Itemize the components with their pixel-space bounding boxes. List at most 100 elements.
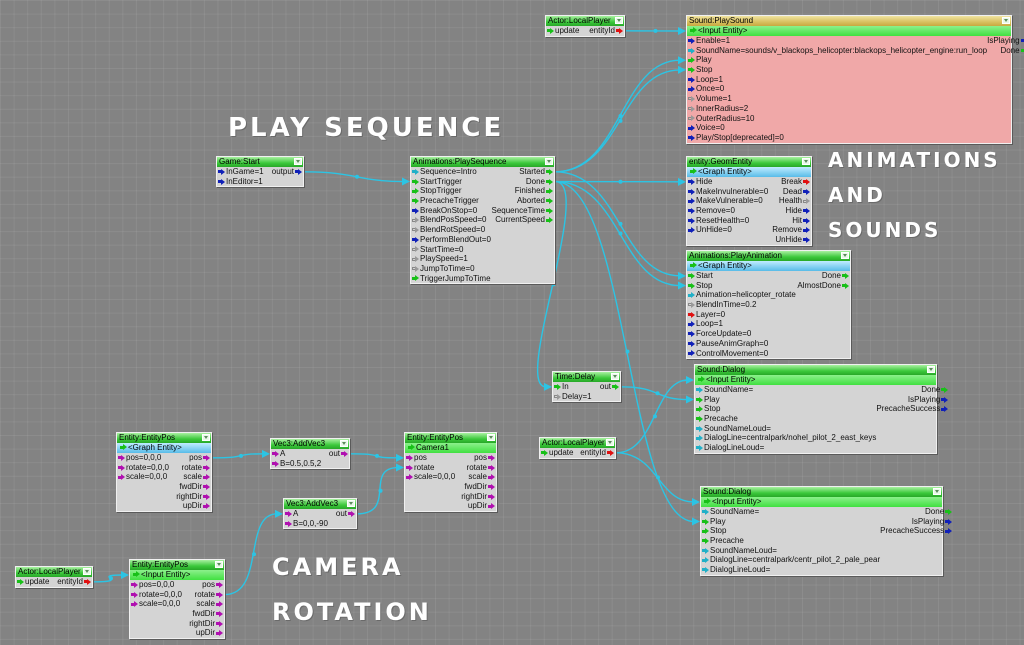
entity-port[interactable]: <Graph Entity>: [687, 261, 850, 271]
node-title[interactable]: Animations:PlaySequence: [411, 157, 554, 167]
input-port[interactable]: SoundName=sounds/v_blackops_helicopter:b…: [687, 46, 987, 56]
node-title[interactable]: Sound:Dialog: [695, 365, 936, 375]
node-title[interactable]: Animations:PlayAnimation: [687, 251, 850, 261]
input-port[interactable]: pos: [405, 453, 455, 463]
collapse-icon[interactable]: [611, 373, 619, 380]
output-port[interactable]: upDir: [196, 628, 224, 638]
node-sound-dialog-1[interactable]: Sound:Dialog<Input Entity>SoundName=Play…: [694, 364, 949, 454]
node-title[interactable]: Vec3:AddVec3: [271, 439, 349, 449]
output-port[interactable]: Done: [921, 385, 949, 395]
input-port[interactable]: StartTrigger: [411, 177, 491, 187]
input-port[interactable]: Enable=1: [687, 36, 987, 46]
input-port[interactable]: Stop: [701, 526, 880, 536]
input-port[interactable]: Once=0: [687, 84, 987, 94]
output-port[interactable]: IsPlaying: [908, 395, 949, 405]
output-port[interactable]: entityId: [580, 448, 615, 458]
input-port[interactable]: TriggerJumpToTime: [411, 274, 491, 284]
output-port[interactable]: IsPlaying: [987, 36, 1024, 46]
node-sound-dialog-2[interactable]: Sound:Dialog<Input Entity>SoundName=Play…: [700, 486, 953, 576]
input-port[interactable]: DialogLine=centralpark/nohel_pilot_2_eas…: [695, 433, 876, 443]
input-port[interactable]: Stop: [687, 65, 987, 75]
input-port[interactable]: scale=0,0,0: [405, 472, 455, 482]
input-port[interactable]: StopTrigger: [411, 186, 491, 196]
input-port[interactable]: scale=0,0,0: [130, 599, 182, 609]
input-port[interactable]: pos=0,0,0: [130, 580, 182, 590]
input-port[interactable]: Voice=0: [687, 123, 987, 133]
input-port[interactable]: In: [553, 382, 592, 392]
input-port[interactable]: A: [284, 509, 328, 519]
output-port[interactable]: rightDir: [461, 492, 496, 502]
output-port[interactable]: Hit: [792, 216, 811, 226]
output-port[interactable]: fwdDir: [179, 482, 211, 492]
node-title[interactable]: Time:Delay: [553, 372, 620, 382]
output-port[interactable]: rotate: [182, 463, 211, 473]
output-port[interactable]: Break: [781, 177, 811, 187]
input-port[interactable]: StartTime=0: [411, 245, 491, 255]
input-port[interactable]: Loop=1: [687, 75, 987, 85]
output-port[interactable]: PrecacheSuccess: [876, 404, 949, 414]
node-title[interactable]: entity:GeomEntity: [687, 157, 811, 167]
input-port[interactable]: OuterRadius=10: [687, 114, 987, 124]
input-port[interactable]: Play: [695, 395, 876, 405]
input-port[interactable]: ForceUpdate=0: [687, 329, 796, 339]
node-title[interactable]: Entity:EntityPos: [117, 433, 211, 443]
output-port[interactable]: Hide: [786, 206, 811, 216]
collapse-icon[interactable]: [841, 252, 849, 259]
input-port[interactable]: ControlMovement=0: [687, 349, 796, 359]
input-port[interactable]: BlendPosSpeed=0: [411, 215, 491, 225]
collapse-icon[interactable]: [294, 158, 302, 165]
input-port[interactable]: Stop: [687, 281, 796, 291]
output-port[interactable]: Health: [779, 196, 811, 206]
input-port[interactable]: Loop=1: [687, 319, 796, 329]
output-port[interactable]: pos: [202, 580, 224, 590]
input-port[interactable]: Hide: [687, 177, 768, 187]
input-port[interactable]: PauseAnimGraph=0: [687, 339, 796, 349]
node-title[interactable]: Game:Start: [217, 157, 303, 167]
output-port[interactable]: scale: [183, 472, 211, 482]
node-title[interactable]: Sound:Dialog: [701, 487, 942, 497]
output-port[interactable]: Remove: [772, 225, 811, 235]
input-port[interactable]: Play/Stop[deprecated]=0: [687, 133, 987, 143]
collapse-icon[interactable]: [347, 500, 355, 507]
input-port[interactable]: DialogLine=centralpark/centr_pilot_2_pal…: [701, 555, 880, 565]
output-port[interactable]: Done: [822, 271, 850, 281]
output-port[interactable]: Aborted: [517, 196, 554, 206]
input-port[interactable]: JumpToTime=0: [411, 264, 491, 274]
entity-port[interactable]: <Input Entity>: [130, 570, 224, 580]
entity-port[interactable]: <Input Entity>: [695, 375, 936, 385]
input-port[interactable]: Play: [701, 517, 880, 527]
input-port[interactable]: DialogLineLoud=: [701, 565, 880, 575]
output-port[interactable]: Finished: [515, 186, 554, 196]
input-port[interactable]: BreakOnStop=0: [411, 206, 491, 216]
input-port[interactable]: Animation=helicopter_rotate: [687, 290, 796, 300]
input-port[interactable]: scale=0,0,0: [117, 472, 169, 482]
node-title[interactable]: Vec3:AddVec3: [284, 499, 356, 509]
input-port[interactable]: update: [16, 577, 49, 587]
input-port[interactable]: Precache: [695, 414, 876, 424]
output-port[interactable]: rightDir: [176, 492, 211, 502]
input-port[interactable]: Delay=1: [553, 392, 592, 402]
input-port[interactable]: Layer=0: [687, 310, 796, 320]
input-port[interactable]: SoundNameLoud=: [701, 546, 880, 556]
output-port[interactable]: output: [272, 167, 303, 177]
output-port[interactable]: Started: [519, 167, 554, 177]
input-port[interactable]: SoundNameLoud=: [695, 424, 876, 434]
output-port[interactable]: pos: [474, 453, 496, 463]
collapse-icon[interactable]: [606, 439, 614, 446]
output-port[interactable]: Done: [526, 177, 554, 187]
input-port[interactable]: SoundName=: [695, 385, 876, 395]
input-port[interactable]: UnHide=0: [687, 225, 768, 235]
input-port[interactable]: PrecacheTrigger: [411, 196, 491, 206]
output-port[interactable]: IsPlaying: [912, 517, 953, 527]
